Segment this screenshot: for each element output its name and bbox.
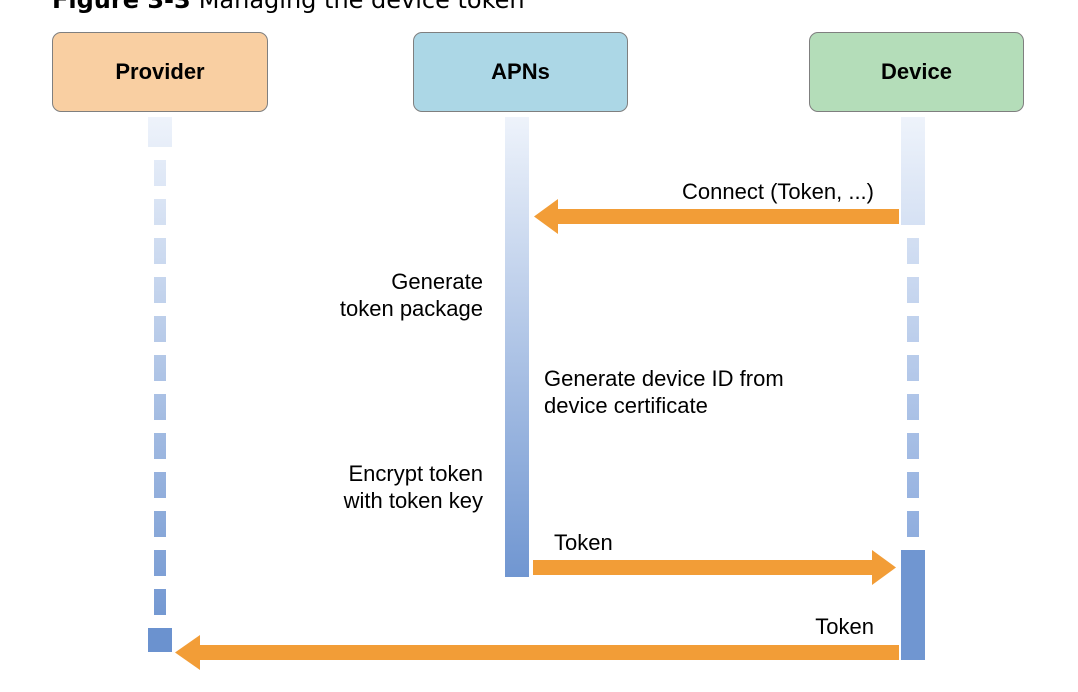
generate-device-id-line-1: Generate device ID from bbox=[544, 366, 784, 391]
generate-device-id-line-2: device certificate bbox=[544, 393, 708, 418]
encrypt-token-line-2: with token key bbox=[343, 488, 483, 513]
provider-lifeline bbox=[148, 117, 172, 652]
encrypt-token-note: Encrypt token with token key bbox=[283, 460, 483, 514]
apns-label: APNs bbox=[491, 59, 550, 84]
apns-actor-box: APNs bbox=[413, 32, 628, 112]
device-lifeline bbox=[901, 117, 925, 660]
generate-package-line-1: Generate bbox=[391, 269, 483, 294]
connect-arrow bbox=[534, 199, 899, 234]
generate-package-note: Generate token package bbox=[283, 268, 483, 322]
figure-name: Managing the device token bbox=[198, 0, 525, 14]
token-to-provider-label: Token bbox=[815, 614, 874, 639]
device-label: Device bbox=[881, 59, 952, 84]
token-to-provider-arrow bbox=[175, 635, 899, 670]
generate-device-id-note: Generate device ID from device certifica… bbox=[544, 365, 784, 419]
apns-activation-bar bbox=[505, 117, 529, 577]
provider-activation-bar bbox=[148, 628, 172, 652]
provider-actor-box: Provider bbox=[52, 32, 268, 112]
token-to-device-arrow bbox=[533, 550, 896, 585]
encrypt-token-line-1: Encrypt token bbox=[348, 461, 483, 486]
connect-message-label: Connect (Token, ...) bbox=[682, 179, 874, 204]
figure-number: Figure 3-3 bbox=[52, 0, 191, 14]
device-activation-bar bbox=[901, 550, 925, 660]
provider-label: Provider bbox=[115, 59, 205, 84]
figure-title: Figure 3-3 Managing the device token bbox=[52, 0, 525, 14]
generate-package-line-2: token package bbox=[339, 296, 483, 321]
token-to-device-label: Token bbox=[554, 530, 613, 555]
device-actor-box: Device bbox=[809, 32, 1024, 112]
